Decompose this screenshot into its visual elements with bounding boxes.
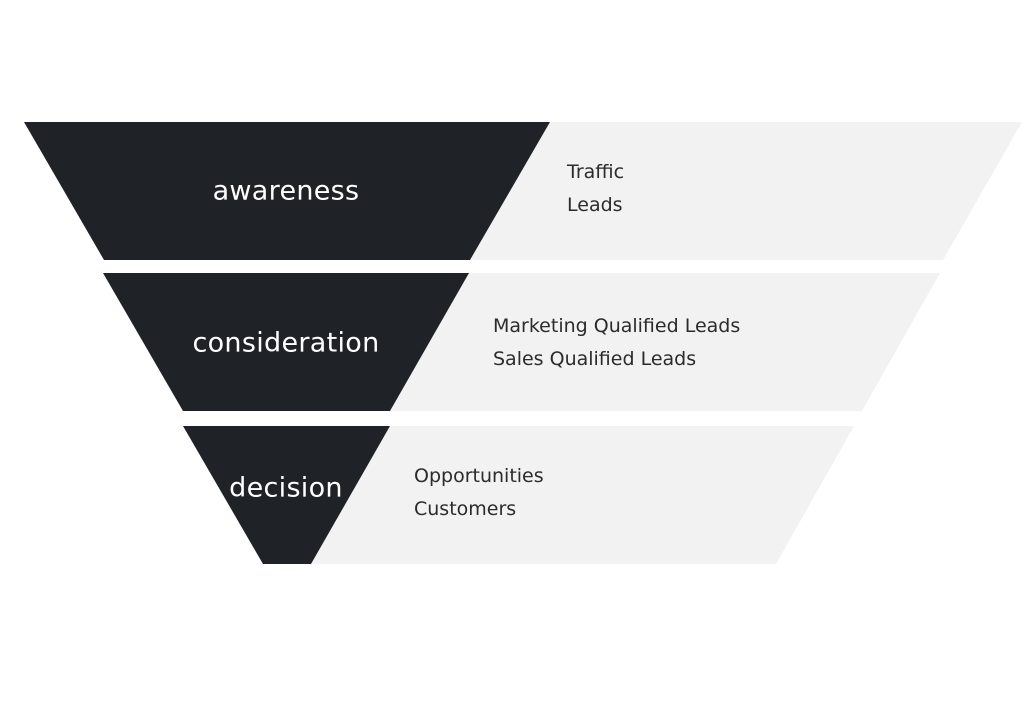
- decision-metrics: Opportunities Customers: [414, 460, 544, 526]
- metric-traffic: Traffic: [567, 161, 625, 183]
- awareness-metrics: Traffic Leads: [567, 156, 624, 222]
- decision-stage: [183, 426, 390, 564]
- metric-mql: Marketing Qualified Leads: [493, 315, 741, 337]
- metric-sql: Sales Qualified Leads: [493, 348, 697, 370]
- awareness-panel: [470, 122, 1022, 260]
- consideration-metrics: Marketing Qualified Leads Sales Qualifie…: [493, 310, 740, 376]
- decision-label: decision: [229, 472, 343, 504]
- decision-panel: [311, 426, 854, 564]
- consideration-panel: [390, 273, 940, 411]
- consideration-label: consideration: [192, 327, 380, 359]
- metric-leads: Leads: [567, 194, 623, 216]
- awareness-label: awareness: [212, 175, 360, 207]
- consideration-stage: [103, 273, 469, 411]
- awareness-stage: [24, 122, 550, 260]
- metric-opportunities: Opportunities: [414, 465, 544, 487]
- metric-customers: Customers: [414, 498, 517, 520]
